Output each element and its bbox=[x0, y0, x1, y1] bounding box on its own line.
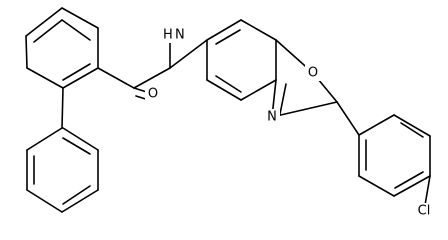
structure-diagram: H N O O N Cl bbox=[25, 7, 436, 219]
amide-nitrogen-label-n: N bbox=[175, 28, 185, 43]
bond-1 bbox=[61, 7, 99, 29]
double-bond-9 bbox=[279, 83, 287, 115]
bond-28 bbox=[336, 101, 360, 136]
double-bond-2 bbox=[62, 63, 91, 81]
bond-27 bbox=[271, 101, 338, 118]
double-bond-11 bbox=[394, 171, 424, 189]
bond-32 bbox=[393, 175, 431, 197]
bond-17 bbox=[169, 39, 208, 69]
double-bond-1 bbox=[61, 19, 91, 41]
double-bond-0 bbox=[33, 19, 63, 43]
bond-13 bbox=[97, 67, 135, 89]
chlorine-label: Cl bbox=[418, 204, 431, 219]
bond-12 bbox=[62, 127, 99, 151]
carbonyl-oxygen-label: O bbox=[148, 87, 158, 102]
atoms: H N O O N Cl bbox=[145, 27, 436, 219]
bond-29 bbox=[358, 114, 395, 136]
double-bond-5 bbox=[62, 137, 91, 155]
oxazole-nitrogen-label: N bbox=[267, 110, 277, 125]
double-bond-7 bbox=[215, 29, 241, 45]
bond-18 bbox=[206, 19, 242, 41]
bond-30 bbox=[393, 114, 431, 137]
bond-6 bbox=[61, 87, 64, 129]
bond-33 bbox=[358, 175, 395, 197]
bond-10 bbox=[61, 189, 99, 213]
bond-4 bbox=[26, 67, 64, 89]
bond-21 bbox=[240, 79, 277, 101]
bond-9 bbox=[26, 189, 63, 213]
bond-7 bbox=[26, 127, 63, 151]
bond-22 bbox=[206, 79, 242, 101]
double-bond-4 bbox=[62, 185, 91, 205]
bond-0 bbox=[25, 7, 63, 37]
bond-15 bbox=[133, 67, 171, 89]
oxazole-oxygen-label: O bbox=[308, 66, 318, 81]
double-bond-10 bbox=[400, 122, 424, 138]
bond-5 bbox=[25, 35, 28, 69]
bond-3 bbox=[62, 67, 99, 89]
amide-nitrogen-label: H bbox=[163, 28, 173, 43]
bonds bbox=[25, 7, 431, 213]
bond-19 bbox=[240, 19, 277, 41]
double-bond-8 bbox=[215, 75, 242, 93]
